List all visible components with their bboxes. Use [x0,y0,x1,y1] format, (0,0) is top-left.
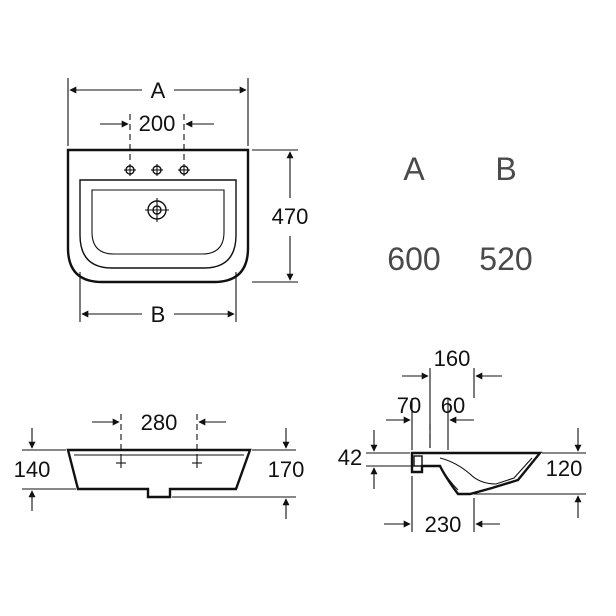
dimension-200-label: 200 [139,111,176,136]
tap-hole-left [124,164,136,176]
drain [145,198,169,222]
dimension-120-label: 120 [546,456,583,481]
side-bowl-inner [439,457,533,485]
table-value-a: 600 [387,241,440,277]
side-tap-hole [413,455,423,467]
table-header-a: A [403,151,425,187]
dimension-a-label: A [151,78,166,103]
dimension-42-label: 42 [338,445,362,470]
dimension-170-label: 170 [268,457,305,482]
dimension-280-label: 280 [141,410,178,435]
tap-hole-center [151,164,163,176]
basin-outline [66,148,250,284]
table-value-b: 520 [479,241,532,277]
dimension-60-label: 60 [441,393,465,418]
dimension-140-label: 140 [14,457,51,482]
dimension-470-label: 470 [272,204,309,229]
bowl-outline [79,179,237,269]
side-view: 160 70 60 42 120 230 [338,346,586,537]
dimension-230-label: 230 [425,512,462,537]
dimension-70-label: 70 [397,393,421,418]
front-view: 280 140 170 [14,410,305,519]
front-basin-outline [66,448,252,499]
bowl-inner-outline [91,189,225,255]
dimension-b-label: B [151,302,166,327]
side-basin-outline [410,451,543,496]
size-table: A B 600 520 [387,151,532,277]
top-view: A 200 470 B [66,78,309,327]
table-header-b: B [495,151,516,187]
dimension-160-label: 160 [434,346,471,371]
tap-hole-right [178,164,190,176]
